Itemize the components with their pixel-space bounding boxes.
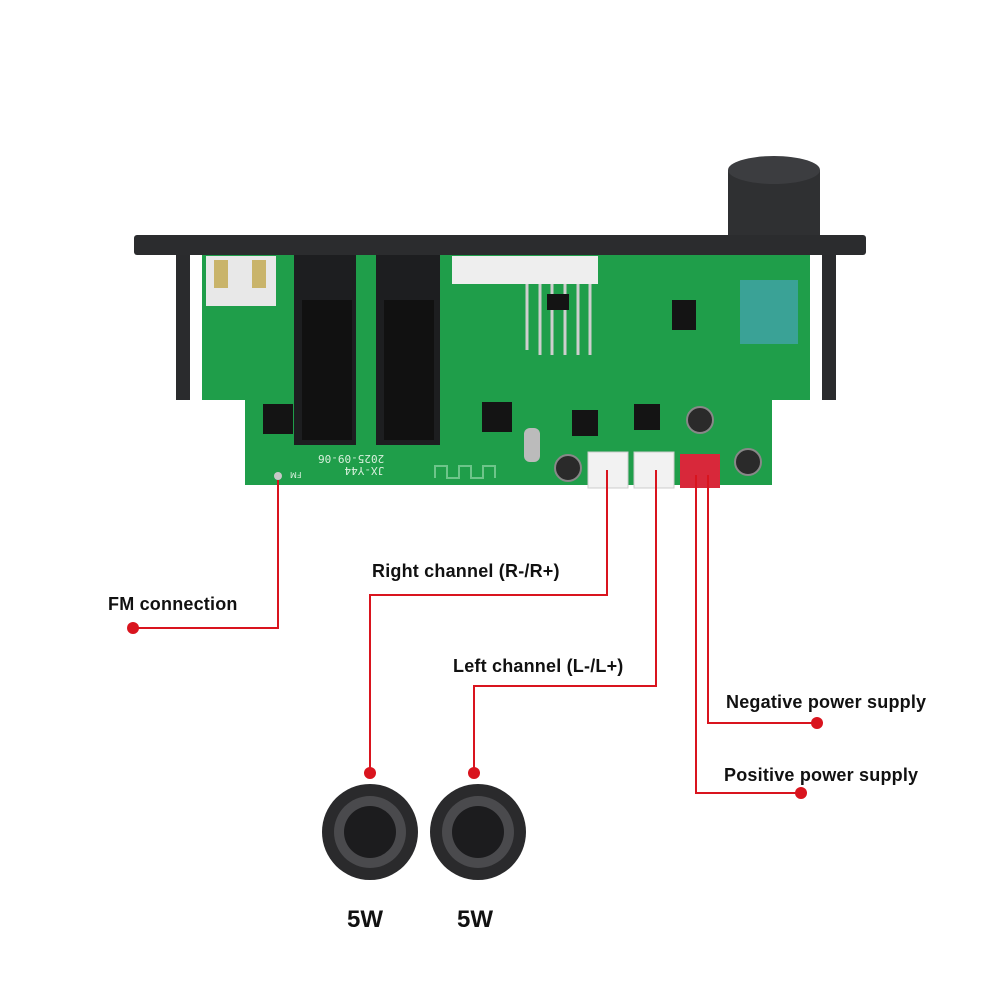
positive-power-label: Positive power supply	[724, 765, 919, 785]
potentiometer	[740, 280, 798, 344]
crystal	[524, 428, 540, 462]
left-bracket	[176, 250, 190, 400]
audio-jacks	[294, 255, 440, 445]
pcb-board	[202, 255, 810, 485]
display-connector	[452, 256, 598, 355]
speaker-right-power: 5W	[347, 906, 383, 933]
right-bracket	[822, 250, 836, 400]
silkscreen-model: JX-Y44	[344, 464, 385, 477]
silkscreen-date: 2025-09-06	[318, 452, 385, 465]
ic-chips	[263, 294, 696, 436]
speaker-left-power: 5W	[457, 906, 493, 933]
silkscreen-fm: FM	[290, 470, 302, 479]
left-channel-callout-line	[473, 470, 657, 773]
antenna-trace	[434, 465, 496, 479]
fm-callout-line	[133, 480, 279, 629]
front-bezel	[134, 235, 866, 255]
power-connector	[680, 454, 720, 488]
right-channel-callout-line	[369, 470, 608, 773]
positive-callout-line	[695, 475, 801, 794]
fm-pad	[274, 472, 282, 480]
callout-lines	[133, 470, 817, 794]
callout-dots	[127, 622, 823, 799]
usb-port	[206, 256, 276, 306]
right-channel-label: Right channel (R-/R+)	[372, 561, 560, 581]
speaker-left	[430, 784, 526, 880]
fm-connection-label: FM connection	[108, 594, 238, 614]
negative-callout-line	[707, 475, 817, 724]
negative-power-label: Negative power supply	[726, 692, 927, 712]
left-channel-label: Left channel (L-/L+)	[453, 656, 624, 676]
left-channel-connector	[633, 451, 675, 489]
capacitors	[554, 406, 762, 482]
board-silkscreen: JX-Y44 2025-09-06	[318, 452, 385, 477]
speaker-right	[322, 784, 418, 880]
